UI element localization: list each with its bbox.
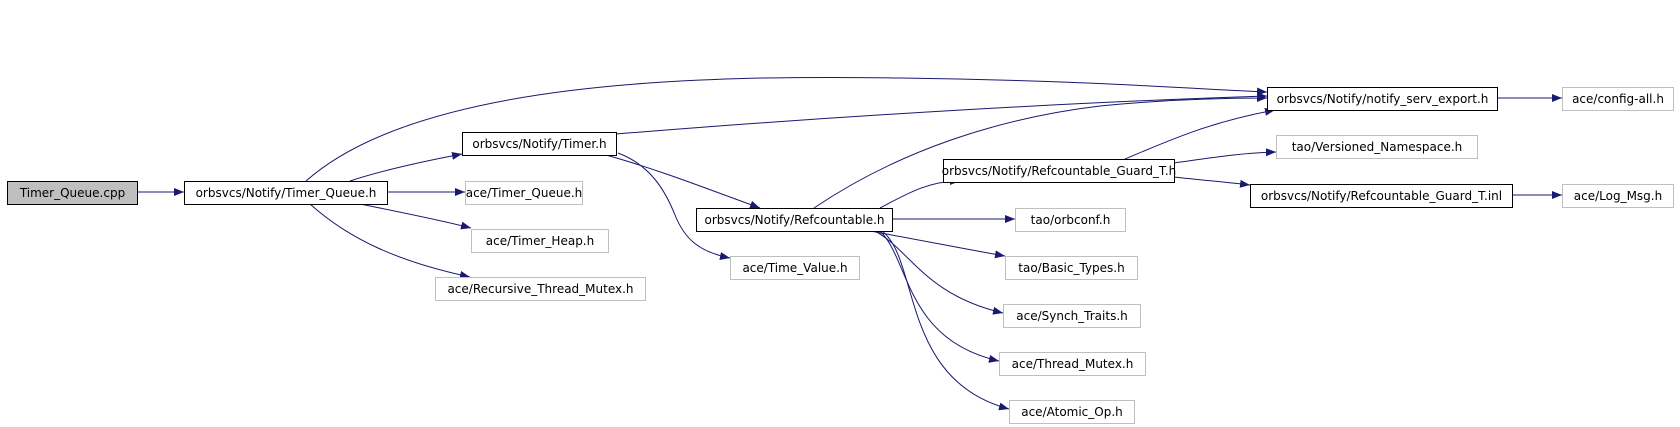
edge-refcountable-h-to-ace-thread-mutex <box>879 230 1000 363</box>
node-ace-config-all: ace/config-all.h <box>1562 87 1674 111</box>
node-box <box>1250 184 1513 208</box>
edge-timer-queue-h-to-ace-recursive-mutex <box>309 203 471 279</box>
edge-timer-queue-h-to-ace-timer-heap <box>359 203 472 230</box>
node-label: Timer_Queue.cpp <box>19 186 125 200</box>
edge-refcountable-h-to-ace-atomic-op <box>881 230 1010 411</box>
node-label: orbsvcs/Notify/Refcountable_Guard_T.inl <box>1261 189 1502 203</box>
node-label: orbsvcs/Notify/Refcountable.h <box>704 213 884 227</box>
node-label: orbsvcs/Notify/Timer.h <box>472 137 606 151</box>
node-refcountable-guard-inl[interactable]: orbsvcs/Notify/Refcountable_Guard_T.inl <box>1250 184 1513 208</box>
node-box <box>1009 400 1135 424</box>
node-timer-queue-h[interactable]: orbsvcs/Notify/Timer_Queue.h <box>184 181 388 205</box>
edge-refcountable-guard-h-to-refcountable-guard-inl <box>1173 176 1251 188</box>
edge-refcountable-h-to-ace-synch-traits <box>874 230 1004 315</box>
edge-timer-queue-h-to-notify-serv-export <box>305 76 1268 182</box>
node-box <box>1005 256 1138 280</box>
node-box <box>696 208 893 232</box>
node-ace-recursive-mutex: ace/Recursive_Thread_Mutex.h <box>435 277 646 301</box>
node-box <box>471 229 609 253</box>
edge-refcountable-guard-h-to-tao-versioned-ns <box>1173 148 1277 164</box>
node-box <box>7 181 138 205</box>
edge-timer-h-to-refcountable-h <box>605 154 761 209</box>
node-box <box>1276 135 1478 159</box>
node-refcountable-h[interactable]: orbsvcs/Notify/Refcountable.h <box>696 208 893 232</box>
edge-refcountable-h-to-tao-basic-types <box>869 230 1006 259</box>
node-label: ace/Timer_Heap.h <box>486 234 594 248</box>
node-label: tao/Versioned_Namespace.h <box>1292 140 1463 154</box>
node-box <box>1003 304 1141 328</box>
edge-timer-h-to-notify-serv-export <box>615 92 1268 135</box>
node-label: ace/Log_Msg.h <box>1574 189 1662 203</box>
node-label: ace/Synch_Traits.h <box>1016 309 1127 323</box>
node-ace-timer-heap: ace/Timer_Heap.h <box>471 229 609 253</box>
node-ace-timer-queue: ace/Timer_Queue.h <box>465 181 583 205</box>
node-box <box>184 181 388 205</box>
node-box <box>730 256 860 280</box>
node-box <box>943 159 1175 183</box>
node-timer-queue-cpp[interactable]: Timer_Queue.cpp <box>7 181 138 205</box>
node-tao-versioned-ns: tao/Versioned_Namespace.h <box>1276 135 1478 159</box>
node-box <box>462 132 617 156</box>
nodes-layer: Timer_Queue.cpp orbsvcs/Notify/Timer_Queu… <box>7 87 1674 424</box>
node-ace-synch-traits: ace/Synch_Traits.h <box>1003 304 1141 328</box>
node-label: ace/Time_Value.h <box>742 261 847 275</box>
node-box <box>1015 208 1126 232</box>
node-box <box>999 352 1146 376</box>
node-box <box>465 181 583 205</box>
node-ace-atomic-op: ace/Atomic_Op.h <box>1009 400 1135 424</box>
edge-refcountable-h-to-refcountable-guard-h <box>879 177 961 209</box>
node-box <box>1267 87 1498 111</box>
node-label: ace/Atomic_Op.h <box>1021 405 1123 419</box>
node-label: ace/Timer_Queue.h <box>466 186 583 200</box>
node-label: orbsvcs/Notify/Refcountable_Guard_T.h <box>942 164 1177 178</box>
node-label: ace/config-all.h <box>1572 92 1664 106</box>
node-ace-time-value: ace/Time_Value.h <box>730 256 860 280</box>
node-notify-serv-export[interactable]: orbsvcs/Notify/notify_serv_export.h <box>1267 87 1498 111</box>
node-label: tao/orbconf.h <box>1031 213 1111 227</box>
node-box <box>1562 87 1674 111</box>
node-label: ace/Recursive_Thread_Mutex.h <box>447 282 633 296</box>
edge-timer-queue-h-to-timer-h <box>349 151 463 182</box>
node-ace-thread-mutex: ace/Thread_Mutex.h <box>999 352 1146 376</box>
node-tao-orbconf: tao/orbconf.h <box>1015 208 1126 232</box>
node-label: tao/Basic_Types.h <box>1018 261 1124 275</box>
node-refcountable-guard-h[interactable]: orbsvcs/Notify/Refcountable_Guard_T.h <box>942 159 1177 183</box>
edge-timer-h-to-ace-time-value <box>617 152 731 260</box>
node-label: ace/Thread_Mutex.h <box>1012 357 1134 371</box>
node-label: orbsvcs/Notify/notify_serv_export.h <box>1277 92 1489 106</box>
node-box <box>435 277 646 301</box>
edge-refcountable-h-to-notify-serv-export <box>813 94 1268 209</box>
node-timer-h[interactable]: orbsvcs/Notify/Timer.h <box>462 132 617 156</box>
node-tao-basic-types: tao/Basic_Types.h <box>1005 256 1138 280</box>
edges-layer <box>137 76 1562 411</box>
node-label: orbsvcs/Notify/Timer_Queue.h <box>196 186 377 200</box>
node-ace-log-msg: ace/Log_Msg.h <box>1562 184 1674 208</box>
node-box <box>1562 184 1674 208</box>
edge-refcountable-guard-h-to-notify-serv-export <box>1124 107 1276 160</box>
